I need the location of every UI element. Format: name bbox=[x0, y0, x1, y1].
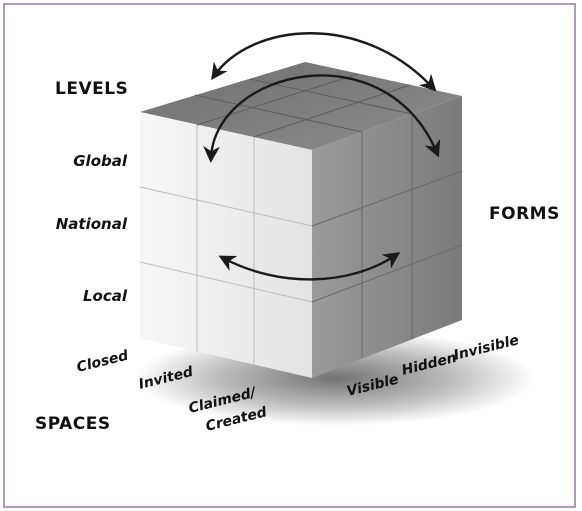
curved-double-arrow-icon bbox=[211, 32, 437, 92]
level-label-local: Local bbox=[83, 287, 128, 305]
forms-title: FORMS bbox=[489, 204, 560, 224]
space-label-closed: Closed bbox=[75, 347, 131, 375]
cube-right-face bbox=[312, 96, 462, 378]
cube-front-grid bbox=[139, 125, 313, 365]
cube-front-face bbox=[140, 112, 312, 378]
curved-double-arrow-icon bbox=[203, 74, 441, 164]
level-label-national: National bbox=[56, 215, 128, 233]
spaces-title: SPACES bbox=[35, 414, 111, 434]
levels-title: LEVELS bbox=[55, 79, 128, 99]
level-label-global: Global bbox=[73, 152, 128, 170]
curved-double-arrow-icon bbox=[218, 252, 401, 281]
